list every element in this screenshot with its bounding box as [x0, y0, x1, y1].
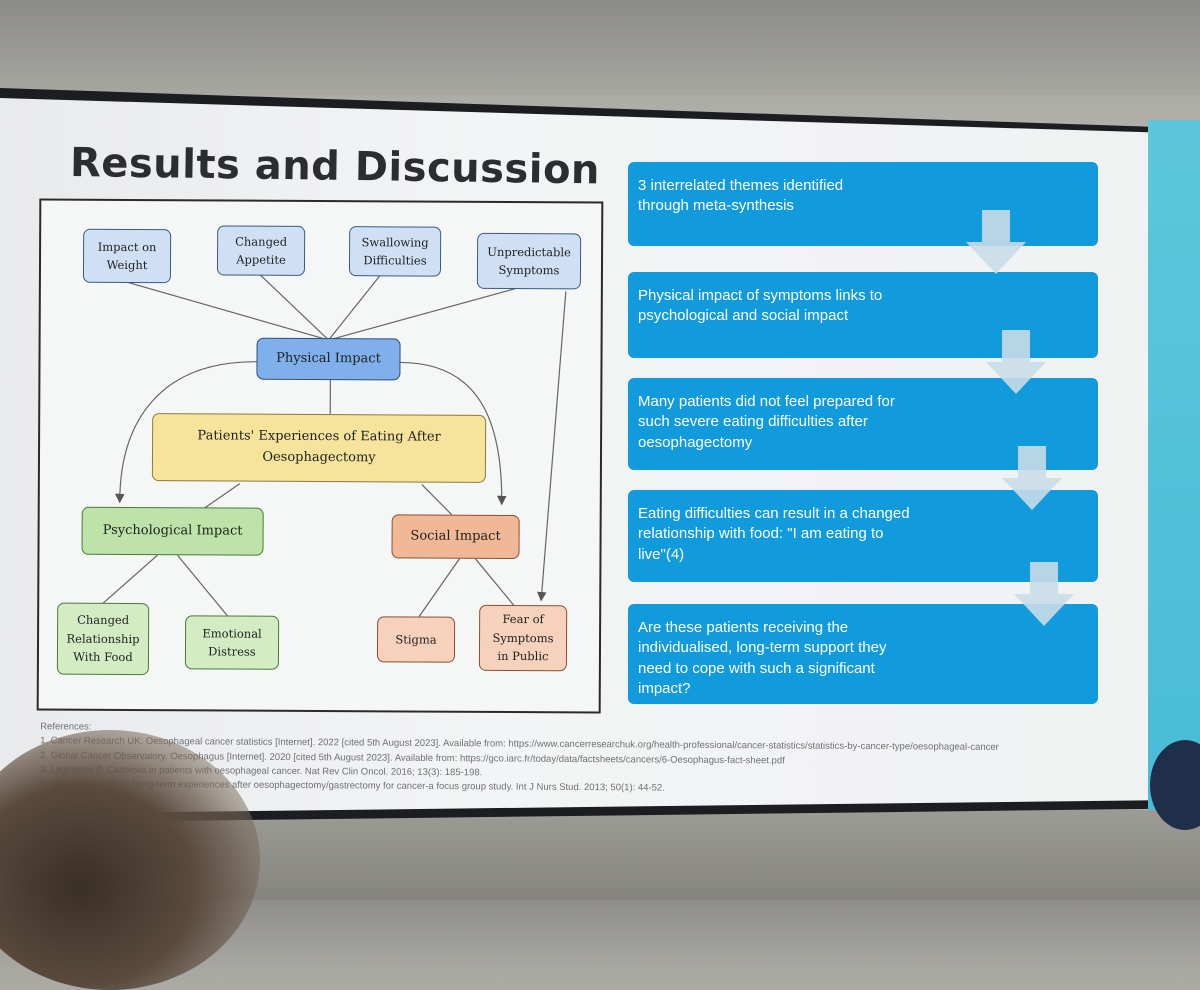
connector-swallowing: [329, 274, 381, 340]
connector-psych-relationship: [101, 555, 157, 605]
connector-unpredictable: [329, 286, 521, 341]
node-physical-impact: Physical Impact: [256, 338, 400, 381]
node-swallowing-difficulties: Swallowing Difficulties: [349, 226, 441, 276]
node-changed-relationship: Changed Relationship With Food: [57, 603, 149, 675]
node-fear-of-symptoms: Fear of Symptoms in Public: [479, 605, 567, 671]
connector-social-fear: [475, 559, 515, 607]
arrow-unpredictable-fear: [541, 291, 566, 599]
slide-title: Results and Discussion: [70, 140, 601, 193]
down-arrow-icon: [1012, 562, 1076, 628]
node-emotional-distress: Emotional Distress: [185, 615, 279, 669]
node-unpredictable-symptoms: Unpredictable Symptoms: [477, 233, 581, 290]
node-social-impact: Social Impact: [391, 514, 519, 559]
node-psychological-impact: Psychological Impact: [81, 507, 263, 556]
ceiling-background: [0, 0, 1200, 95]
down-arrow-icon: [1000, 446, 1064, 512]
down-arrow-icon: [964, 210, 1028, 276]
down-arrow-icon: [984, 330, 1048, 396]
node-impact-on-weight: Impact on Weight: [83, 229, 171, 283]
node-central-theme: Patients' Experiences of Eating After Oe…: [152, 413, 486, 483]
node-stigma: Stigma: [377, 616, 455, 662]
connector-social-stigma: [419, 559, 459, 617]
node-changed-appetite: Changed Appetite: [217, 225, 305, 275]
connector-psych-distress: [177, 555, 227, 615]
connector-central-social: [422, 485, 452, 515]
slide-accent-strip: [1148, 120, 1200, 810]
theme-diagram: Impact on Weight Changed Appetite Swallo…: [37, 199, 604, 714]
